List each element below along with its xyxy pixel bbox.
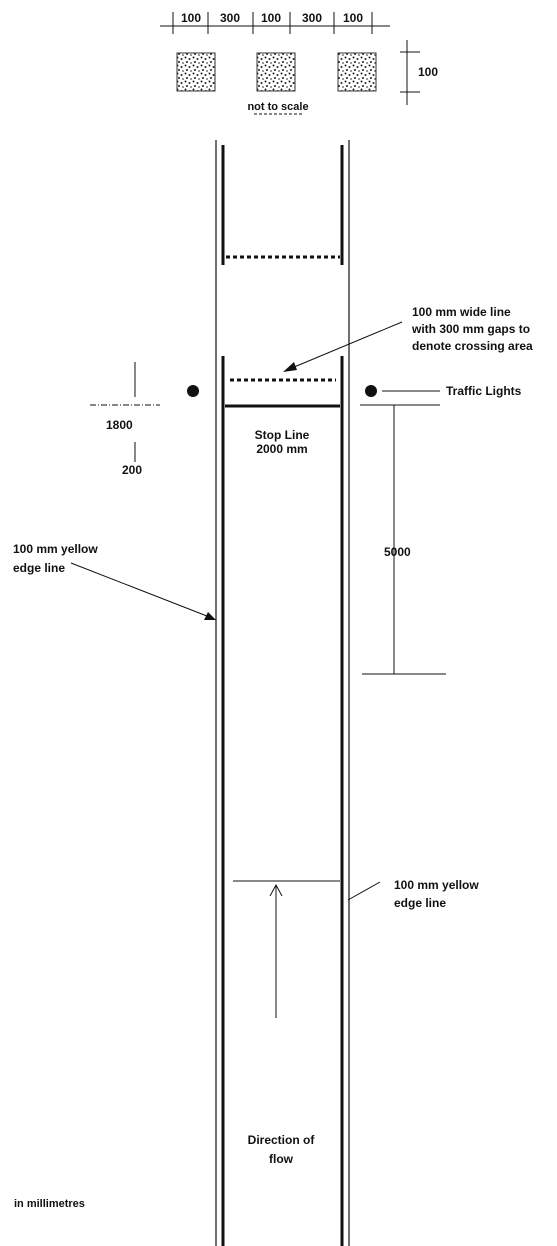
spacing-label: 100 xyxy=(343,11,363,25)
marking-sample-square xyxy=(337,52,377,92)
spacing-label: 300 xyxy=(302,11,322,25)
crossing-note-line: 100 mm wide line xyxy=(412,305,511,319)
scale-note: not to scale xyxy=(247,101,308,113)
crossing-note-line: denote crossing area xyxy=(412,339,533,353)
road xyxy=(215,140,350,1246)
left-dim-lower: 200 xyxy=(122,463,142,477)
stop-line-length: 2000 mm xyxy=(256,442,307,456)
left-dim-upper: 1800 xyxy=(106,418,133,432)
right-dim-label: 5000 xyxy=(384,545,411,559)
spacing-label: 100 xyxy=(261,11,281,25)
traffic-lights-label: Traffic Lights xyxy=(446,384,522,398)
crossing-note-arrow xyxy=(283,321,403,372)
flow-label: Direction of xyxy=(248,1133,316,1147)
spacing-dimension xyxy=(160,12,390,34)
edge-line-left-label: edge line xyxy=(13,561,65,575)
marking-sample-square xyxy=(256,52,296,92)
spacing-label: 100 xyxy=(181,11,201,25)
edge-line-right-label: edge line xyxy=(394,896,446,910)
edge-line-right-label: 100 mm yellow xyxy=(394,878,479,892)
crossing-note-line: with 300 mm gaps to xyxy=(411,322,530,336)
right-dimension xyxy=(360,404,446,675)
flow-arrow-icon xyxy=(269,883,283,1018)
spacing-label: 300 xyxy=(220,11,240,25)
stop-line-label: Stop Line xyxy=(255,428,310,442)
flow-label: flow xyxy=(269,1152,294,1166)
edge-line-right-leader xyxy=(347,881,381,901)
height-dimension xyxy=(400,40,420,105)
edge-line-left-arrow xyxy=(70,562,216,620)
traffic-light-right xyxy=(365,385,377,397)
left-dimension xyxy=(90,362,160,462)
traffic-light-left xyxy=(187,385,199,397)
units-note: in millimetres xyxy=(14,1198,85,1210)
edge-line-left-label: 100 mm yellow xyxy=(13,542,98,556)
marking-sample-square xyxy=(176,52,216,92)
height-label: 100 xyxy=(418,65,438,79)
